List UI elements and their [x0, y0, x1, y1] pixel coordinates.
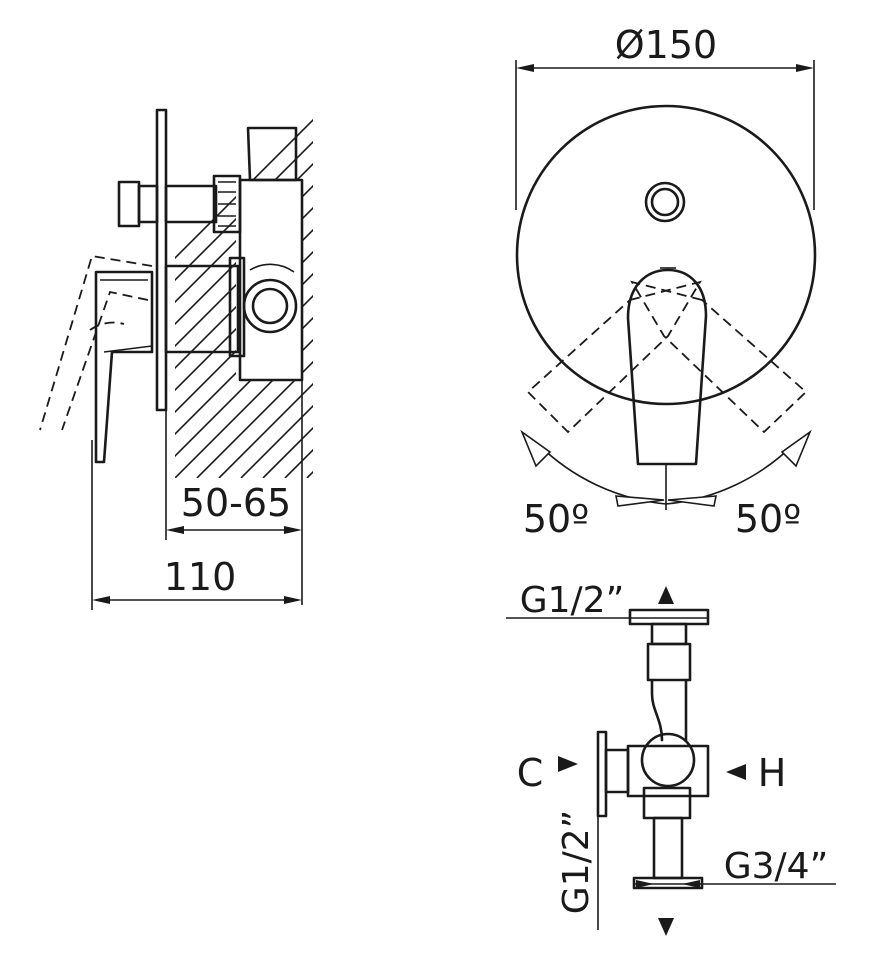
hatch-line	[196, 48, 313, 478]
hatch-line	[659, 48, 891, 478]
hatch-line	[175, 48, 313, 478]
diverter-knob-inner	[650, 187, 680, 217]
hatch-line	[769, 48, 891, 478]
lever-rotated-right-dashed	[630, 280, 808, 434]
hatch-line	[505, 48, 891, 478]
hatch-line	[175, 48, 313, 478]
hatch-line	[175, 48, 313, 478]
hatch-line	[306, 48, 313, 478]
hatch-line	[483, 48, 891, 478]
hatch-line	[593, 48, 891, 478]
hatch-line	[813, 48, 891, 478]
hatch-line	[240, 48, 313, 478]
outlet-down-arrow	[658, 918, 674, 936]
top-thread-label: G1/2”	[520, 580, 624, 621]
angle-left-label: 50º	[523, 497, 589, 541]
wall-plate	[155, 108, 168, 412]
angle-right-label: 50º	[735, 497, 801, 541]
dim-diameter	[515, 60, 815, 210]
hot-label: H	[758, 751, 787, 795]
hatch-line	[637, 48, 891, 478]
hatch-line	[417, 48, 847, 478]
dim-wall-depth-label: 50-65	[181, 481, 291, 525]
outlet-up-arrow	[658, 586, 674, 604]
hatch-line	[175, 48, 313, 478]
angle-arcs	[520, 429, 812, 510]
connection-view: G1/2” C H G1/2” G3/4”	[506, 580, 836, 936]
hatch-line	[747, 48, 891, 478]
hatch-line	[549, 48, 891, 478]
hatch-line	[262, 48, 313, 478]
side-thread-label: G1/2”	[556, 810, 597, 914]
hatch-line	[395, 48, 825, 478]
cold-label: C	[517, 751, 544, 795]
hatch-line	[615, 48, 891, 478]
hatch-line	[791, 48, 891, 478]
hatch-line	[439, 48, 869, 478]
hatch-line	[284, 48, 313, 478]
dim-total-depth	[91, 440, 302, 610]
valve-body-back	[596, 608, 710, 890]
hatch-line	[461, 48, 891, 478]
dim-diameter-label: Ø150	[615, 23, 717, 67]
dim-wall-depth	[165, 380, 303, 605]
cold-inlet-arrow	[558, 756, 578, 772]
hatch-line	[329, 48, 759, 478]
hatch-line	[175, 48, 313, 478]
hatch-line	[175, 48, 313, 478]
diverter-knob	[117, 174, 242, 234]
front-view: Ø150 50º 50º	[515, 23, 817, 541]
outlet-thread-label: G3/4”	[724, 846, 828, 887]
hot-inlet-arrow	[726, 764, 746, 780]
cover-plate-circle	[515, 104, 817, 406]
diverter-knob-front	[644, 181, 686, 223]
hatch-line	[218, 48, 313, 478]
hatch-line	[725, 48, 891, 478]
lever-handle-side	[94, 270, 154, 464]
lever-rotated-left-dashed	[526, 280, 702, 434]
hatch-line	[351, 48, 781, 478]
hatch-line	[703, 48, 891, 478]
side-view: 50-65 110	[39, 48, 891, 610]
lever-handle-rotated-dashed	[39, 254, 153, 431]
dim-total-depth-label: 110	[164, 555, 237, 599]
lever-handle-front	[626, 267, 708, 466]
